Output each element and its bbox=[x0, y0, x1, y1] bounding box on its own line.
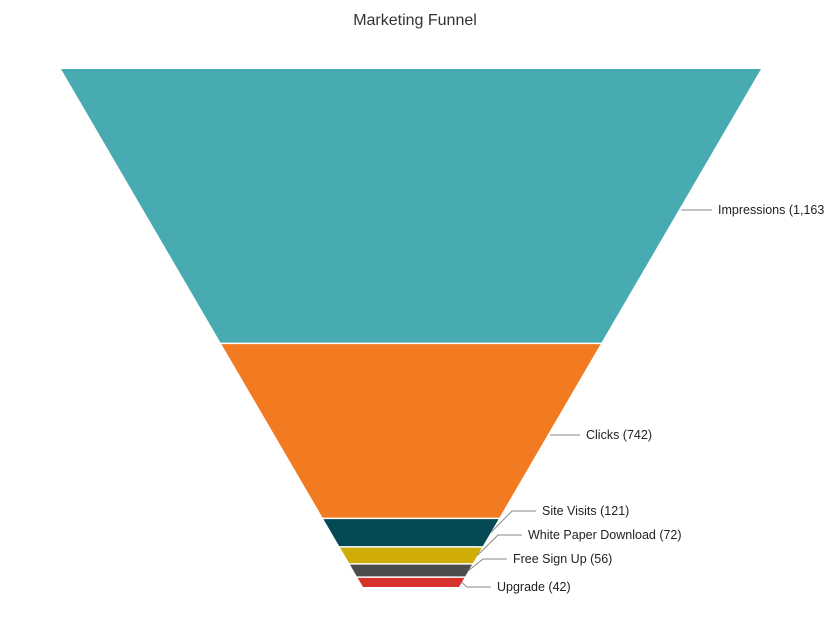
funnel-segment-white-paper-download[interactable] bbox=[340, 547, 482, 564]
funnel-segment-clicks[interactable] bbox=[221, 344, 601, 518]
leader-line bbox=[468, 558, 507, 571]
leader-line bbox=[461, 582, 491, 588]
stage-label: Impressions (1,163 bbox=[718, 203, 824, 217]
chart-title: Marketing Funnel bbox=[353, 12, 477, 29]
funnel-segment-upgrade[interactable] bbox=[357, 577, 465, 587]
stage-label: Clicks (742) bbox=[586, 428, 652, 442]
stage-label: White Paper Download (72) bbox=[528, 528, 682, 542]
stage-label: Upgrade (42) bbox=[497, 580, 571, 594]
leader-line bbox=[490, 510, 536, 533]
stage-label: Site Visits (121) bbox=[542, 504, 629, 518]
leader-line bbox=[477, 534, 522, 556]
funnel-segment-free-sign-up[interactable] bbox=[349, 564, 473, 577]
stage-label: Free Sign Up (56) bbox=[513, 552, 612, 566]
funnel-segment-impressions[interactable] bbox=[61, 69, 761, 343]
funnel-segment-site-visits[interactable] bbox=[323, 519, 499, 547]
